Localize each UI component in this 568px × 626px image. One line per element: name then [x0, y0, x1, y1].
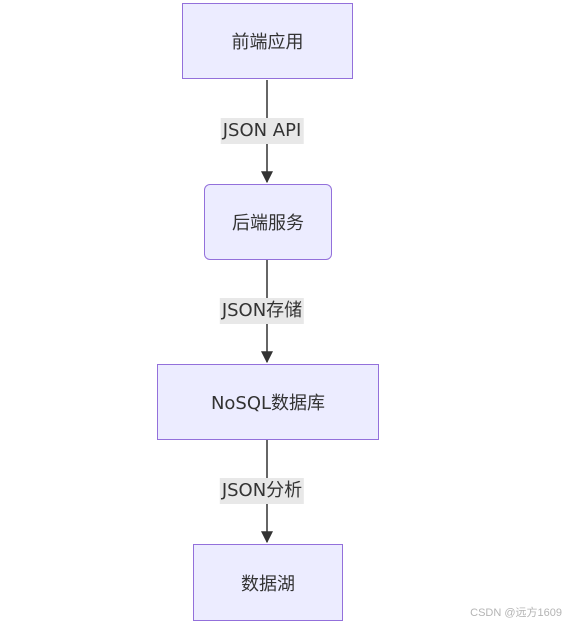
node-nosql-label: NoSQL数据库 — [210, 393, 326, 414]
watermark-text: CSDN @远方1609 — [470, 607, 562, 619]
node-backend-label: 后端服务 — [232, 213, 304, 234]
edge-label-json-storage: JSON存储 — [219, 298, 305, 324]
node-frontend-label: 前端应用 — [231, 32, 304, 53]
node-frontend: 前端应用 — [182, 3, 353, 79]
node-datalake-label: 数据湖 — [241, 573, 295, 595]
edge-label-json-analysis: JSON分析 — [219, 478, 305, 504]
node-nosql: NoSQL数据库 — [157, 364, 379, 440]
node-datalake: 数据湖 — [193, 544, 343, 621]
edge-label-json-api: JSON API — [220, 118, 304, 144]
node-backend: 后端服务 — [204, 184, 332, 260]
